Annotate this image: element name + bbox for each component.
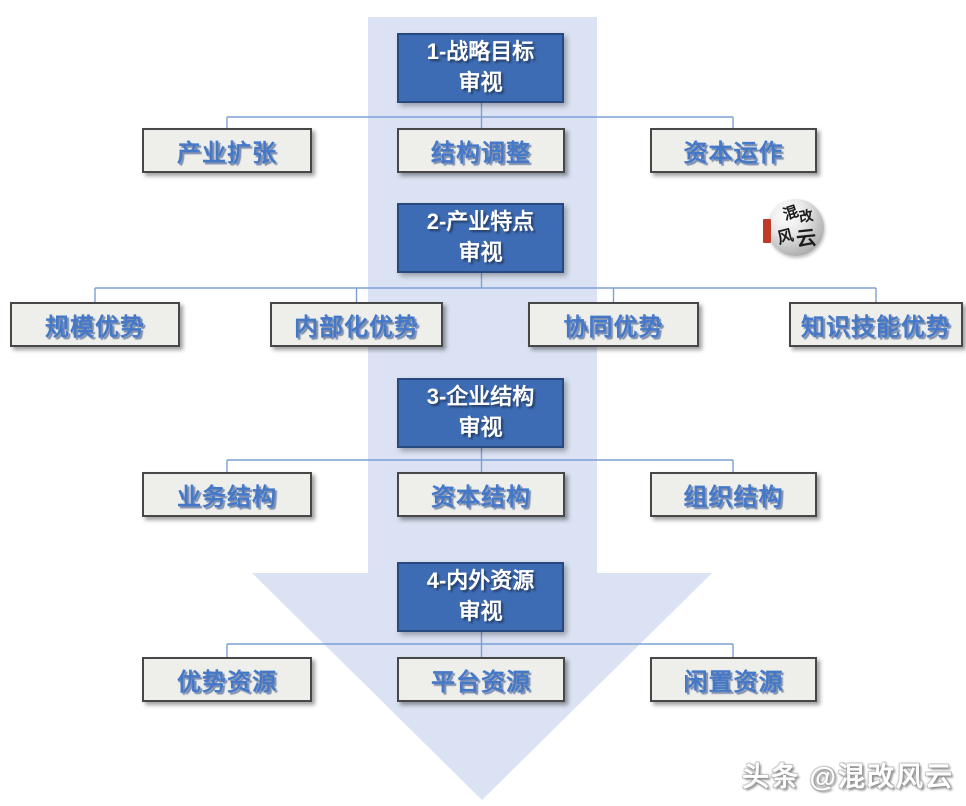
logo-char: 云: [794, 225, 818, 251]
level-3-child-capital-structure: 资本结构: [397, 472, 565, 517]
level-2-child-synergy-advantage: 协同优势: [528, 302, 699, 347]
level-2-title-line2: 审视: [458, 240, 503, 265]
child-label: 规模优势: [45, 314, 145, 341]
level-4-title-line1: 4-内外资源: [426, 568, 535, 594]
level-2-child-knowledge-skill-advantage: 知识技能优势: [789, 302, 963, 347]
child-label: 内部化优势: [294, 314, 419, 341]
level-2-child-scale-advantage: 规模优势: [10, 302, 180, 347]
level-3-title-line2: 审视: [458, 415, 503, 440]
child-label: 知识技能优势: [801, 314, 951, 341]
child-label: 闲置资源: [683, 669, 784, 696]
red-seal-icon: [763, 219, 771, 243]
child-label: 平台资源: [431, 669, 531, 696]
child-label: 资本运作: [683, 140, 784, 167]
child-label: 优势资源: [177, 669, 277, 696]
level-4-header: 4-内外资源 审视: [397, 562, 564, 632]
level-4-child-idle-resources: 闲置资源: [650, 657, 817, 702]
child-label: 组织结构: [683, 484, 784, 511]
level-3-title-line1: 3-企业结构: [426, 384, 535, 410]
level-2-title-line1: 2-产业特点: [426, 209, 535, 235]
level-3-header: 3-企业结构 审视: [397, 378, 564, 448]
level-1-header: 1-战略目标 审视: [397, 33, 564, 103]
connector-lines: [94, 103, 877, 657]
ink-ball-icon: [767, 199, 824, 256]
child-label: 业务结构: [177, 484, 277, 511]
child-label: 结构调整: [431, 140, 531, 167]
level-3-child-business-structure: 业务结构: [142, 472, 312, 517]
level-4-child-advantage-resources: 优势资源: [142, 657, 312, 702]
level-2-child-internalization-advantage: 内部化优势: [270, 302, 443, 347]
child-label: 协同优势: [563, 314, 664, 341]
watermark-text: 头条 @混改风云: [742, 762, 954, 792]
child-label: 产业扩张: [177, 140, 277, 167]
level-2-header: 2-产业特点 审视: [397, 203, 564, 273]
level-1-child-structure-adjustment: 结构调整: [397, 128, 565, 173]
level-1-title-line1: 1-战略目标: [426, 39, 535, 65]
level-4-title-line2: 审视: [458, 599, 503, 624]
level-1-child-industry-expansion: 产业扩张: [142, 128, 312, 173]
brand-seal-logo: 混 改 风 云: [763, 197, 824, 261]
child-label: 资本结构: [431, 484, 531, 511]
level-3-child-organization-structure: 组织结构: [650, 472, 817, 517]
level-4-child-platform-resources: 平台资源: [397, 657, 565, 702]
level-1-title-line2: 审视: [458, 70, 503, 95]
level-1-child-capital-operation: 资本运作: [650, 128, 817, 173]
